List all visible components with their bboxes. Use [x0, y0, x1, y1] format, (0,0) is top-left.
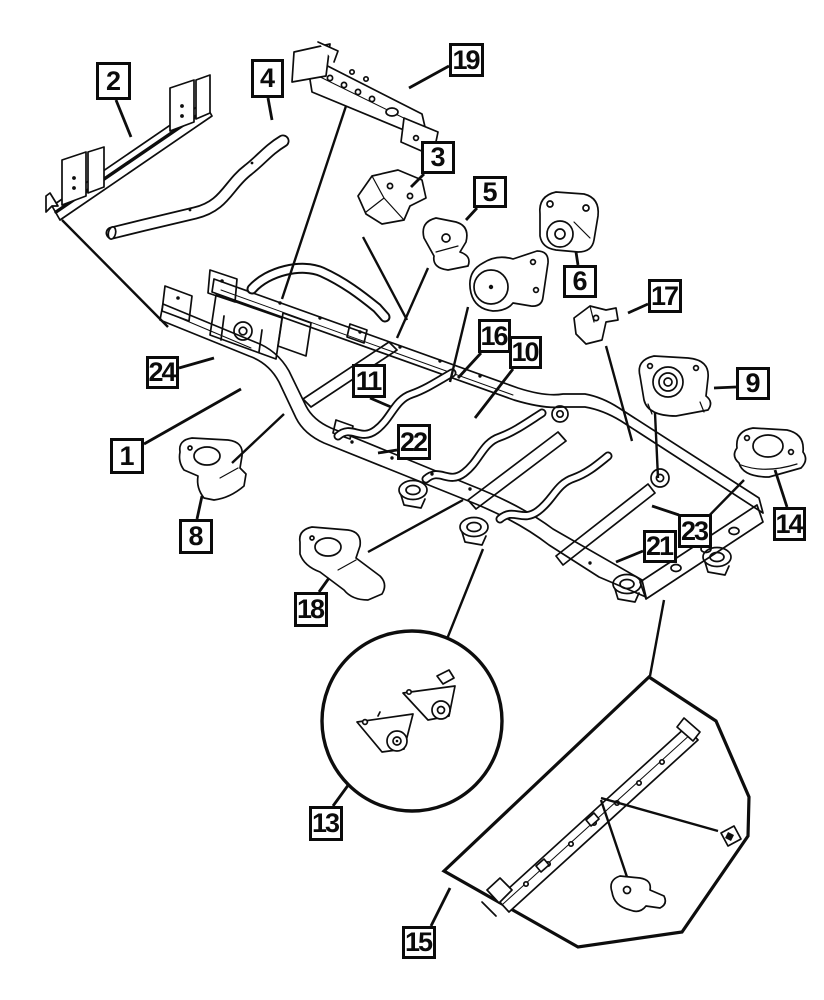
callout-23[interactable]: 23 [678, 514, 712, 548]
leader-line [367, 498, 464, 554]
leader-line [231, 413, 285, 464]
leader-line [651, 504, 680, 517]
part-4-tube-illustration [105, 134, 290, 240]
leader-line [473, 368, 515, 419]
callout-2[interactable]: 2 [96, 62, 131, 100]
callout-22[interactable]: 22 [397, 424, 431, 460]
leader-line [143, 387, 242, 446]
callout-18[interactable]: 18 [294, 592, 328, 627]
callout-19[interactable]: 19 [449, 43, 484, 77]
part-18-skid-bracket-illustration [298, 526, 386, 601]
callout-8[interactable]: 8 [179, 519, 213, 554]
detail-view-outlines [320, 629, 751, 949]
detail-circle-13 [320, 629, 504, 813]
detail-15-crossmember-illustration [481, 717, 742, 917]
leader-line [280, 105, 348, 300]
leader-line [361, 236, 409, 321]
detail-13-bracket-pair-illustration [356, 669, 456, 753]
leader-line [464, 207, 479, 221]
callout-17[interactable]: 17 [648, 279, 682, 313]
leader-line [331, 783, 351, 807]
part-19-crossmember-illustration [291, 41, 439, 157]
leader-line [445, 548, 485, 640]
part-16-transmission-mount-illustration [469, 250, 549, 312]
callout-4[interactable]: 4 [251, 59, 284, 98]
leader-line [653, 412, 660, 479]
leader-line [648, 599, 666, 677]
frame-assembly-illustration [159, 262, 764, 603]
leader-line [178, 356, 215, 370]
leader-line [369, 396, 392, 409]
leader-line [456, 352, 483, 379]
leader-line [377, 448, 398, 455]
leader-line [317, 577, 331, 593]
leader-line [713, 385, 737, 390]
callout-13[interactable]: 13 [309, 806, 343, 841]
leader-line [114, 99, 133, 138]
leader-line [615, 549, 644, 564]
callout-5[interactable]: 5 [473, 176, 507, 208]
leader-line [574, 251, 580, 266]
leader-line [448, 306, 470, 383]
leader-line [408, 64, 450, 90]
leader-line [195, 495, 204, 520]
callout-1[interactable]: 1 [110, 438, 144, 474]
callout-6[interactable]: 6 [563, 265, 597, 298]
leader-line [627, 302, 649, 315]
leader-line [395, 267, 430, 339]
part-14-mount-plate-illustration [733, 427, 807, 478]
leader-line [600, 796, 719, 833]
callout-16[interactable]: 16 [478, 319, 511, 353]
callout-10[interactable]: 10 [509, 336, 542, 369]
callout-9[interactable]: 9 [736, 367, 770, 400]
part-2-sill-rail-illustration [45, 74, 213, 221]
leader-lines [61, 64, 789, 927]
callout-14[interactable]: 14 [773, 507, 806, 541]
leader-line [429, 887, 452, 927]
part-5-mount-illustration [422, 217, 470, 271]
callout-15[interactable]: 15 [402, 926, 436, 959]
part-3-engine-mount-bracket-illustration [357, 169, 427, 225]
callout-11[interactable]: 11 [352, 364, 386, 398]
leader-line [604, 345, 634, 442]
detail-polygon-15 [441, 674, 751, 949]
callout-3[interactable]: 3 [421, 141, 455, 174]
leader-line [410, 173, 425, 188]
leader-line [599, 799, 629, 878]
leader-line [61, 219, 169, 328]
part-6-mount-illustration [538, 191, 600, 253]
part-8-skid-bracket-illustration [178, 437, 247, 501]
callout-21[interactable]: 21 [643, 530, 677, 563]
leader-line [266, 97, 274, 121]
part-17-bracket-illustration [573, 305, 619, 345]
leader-line [773, 469, 789, 508]
part-9-body-mount-bracket-illustration [638, 355, 712, 417]
callout-24[interactable]: 24 [146, 356, 179, 389]
